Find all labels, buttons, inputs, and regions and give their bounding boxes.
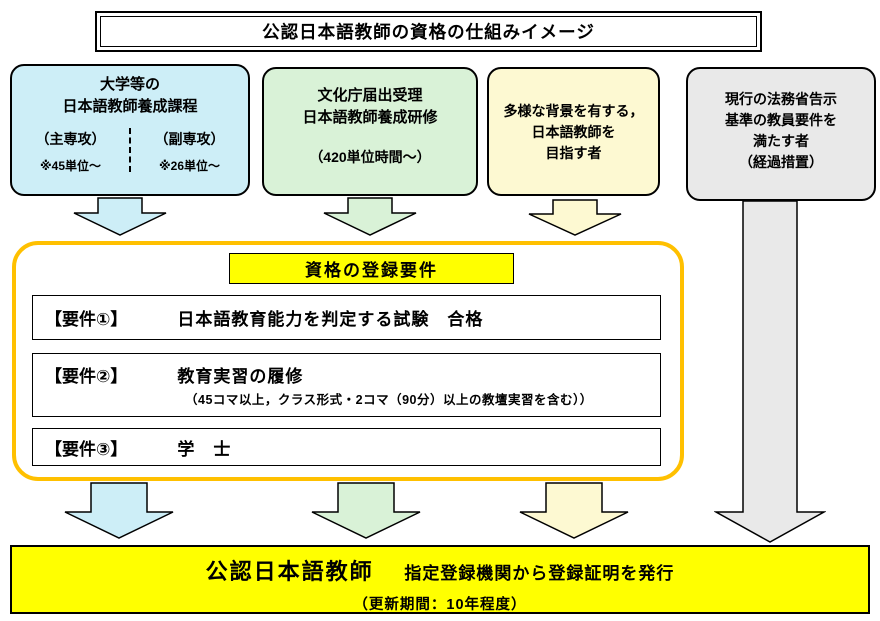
requirement-3-text: 学 士: [177, 439, 232, 459]
result-box: 公認日本語教師 指定登録機関から登録証明を発行 （更新期間：10年程度）: [10, 545, 870, 614]
requirements-frame: 資格の登録要件 【要件①】 日本語教育能力を判定する試験 合格 【要件②】 教育…: [12, 241, 684, 481]
result-subtitle: 指定登録機関から登録証明を発行: [404, 564, 675, 583]
result-title: 公認日本語教師: [205, 559, 374, 584]
down-arrow-icon: [323, 197, 417, 236]
route-moj-line2: 基準の教員要件を: [725, 112, 837, 128]
requirement-2-label: 【要件②】: [45, 367, 128, 386]
route-university-tracks: （主専攻） ※45単位～ （副専攻） ※26単位～: [12, 126, 248, 176]
down-arrow-icon: [519, 482, 629, 539]
requirement-1-label: 【要件①】: [45, 310, 128, 329]
route-diverse-line2: 日本語教師を: [531, 124, 616, 140]
route-bunkacho-line1: 文化庁届出受理: [317, 87, 423, 104]
title-box: 公認日本語教師の資格の仕組みイメージ: [95, 11, 762, 52]
requirements-heading: 資格の登録要件: [305, 261, 438, 280]
route-moj-line3: 満たす者: [753, 133, 809, 149]
route-box-diverse: 多様な背景を有する， 日本語教師を 目指す者: [487, 67, 660, 196]
major-label: （主専攻）: [35, 131, 106, 147]
route-diverse-line1: 多様な背景を有する，: [503, 103, 644, 119]
requirement-1-box: 【要件①】 日本語教育能力を判定する試験 合格: [32, 295, 661, 340]
route-diverse-line3: 目指す者: [545, 145, 602, 161]
diagram-title: 公認日本語教師の資格の仕組みイメージ: [262, 22, 595, 42]
requirement-2-note: （45コマ以上，クラス形式・2コマ（90分）以上の教壇実習を含む））: [185, 393, 593, 407]
minor-label: （副専攻）: [154, 131, 225, 147]
down-arrow-icon: [64, 482, 174, 539]
down-arrow-icon: [73, 197, 167, 236]
route-bunkacho-line3: （420単位時間～）: [309, 149, 431, 165]
requirement-2-box: 【要件②】 教育実習の履修 （45コマ以上，クラス形式・2コマ（90分）以上の教…: [32, 353, 661, 417]
minor-track: （副専攻） ※26単位～: [131, 126, 248, 176]
requirement-2-text: 教育実習の履修: [177, 367, 304, 386]
result-line: 公認日本語教師 指定登録機関から登録証明を発行: [12, 554, 868, 586]
requirements-heading-box: 資格の登録要件: [229, 253, 514, 284]
route-moj-line4: （経過措置）: [739, 154, 823, 170]
result-note: （更新期間：10年程度）: [353, 597, 527, 613]
long-down-arrow-icon: [714, 200, 826, 543]
major-track: （主専攻） ※45単位～: [12, 126, 129, 176]
route-box-bunkacho: 文化庁届出受理 日本語教師養成研修 （420単位時間～）: [262, 67, 478, 196]
route-bunkacho-line2: 日本語教師養成研修: [302, 109, 438, 126]
route-university-line2: 日本語教師養成課程: [62, 98, 198, 115]
major-note: ※45単位～: [39, 159, 101, 173]
route-university-line1: 大学等の: [99, 76, 160, 93]
route-moj-line1: 現行の法務省告示: [725, 91, 837, 107]
down-arrow-icon: [528, 199, 622, 236]
requirement-3-label: 【要件③】: [45, 439, 128, 459]
minor-note: ※26単位～: [158, 159, 220, 173]
requirement-1-text: 日本語教育能力を判定する試験 合格: [177, 310, 484, 329]
dashed-divider: [129, 128, 131, 172]
down-arrow-icon: [311, 482, 421, 539]
route-box-university: 大学等の 日本語教師養成課程 （主専攻） ※45単位～ （副専攻） ※26単位～: [10, 64, 250, 196]
requirement-3-box: 【要件③】 学 士: [32, 428, 661, 466]
route-box-moj: 現行の法務省告示 基準の教員要件を 満たす者 （経過措置）: [686, 67, 876, 201]
